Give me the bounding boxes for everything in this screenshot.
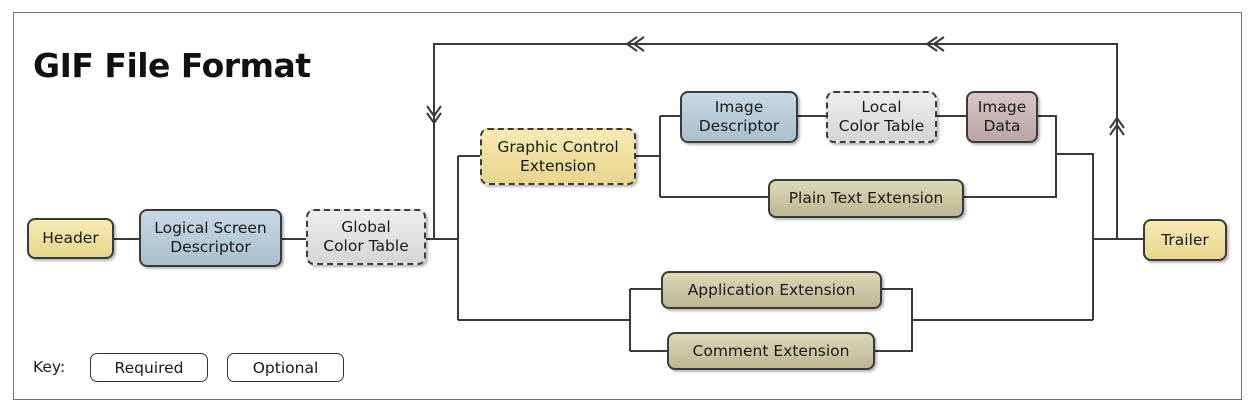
trailer-box: Trailer xyxy=(1143,219,1227,261)
local-color-table-box: Local Color Table xyxy=(826,91,937,143)
graphic-control-extension-box: Graphic Control Extension xyxy=(480,128,636,185)
logical-screen-descriptor-box: Logical Screen Descriptor xyxy=(139,209,282,267)
key-optional: Optional xyxy=(227,353,344,382)
image-data-box: Image Data xyxy=(966,91,1038,143)
global-color-table-box: Global Color Table xyxy=(306,209,426,265)
plain-text-extension-box: Plain Text Extension xyxy=(768,179,964,218)
diagram-frame xyxy=(13,12,1242,400)
header-box: Header xyxy=(27,218,114,259)
application-extension-box: Application Extension xyxy=(661,271,882,309)
page-title: GIF File Format xyxy=(33,46,311,85)
image-descriptor-box: Image Descriptor xyxy=(680,91,798,143)
key-label: Key: xyxy=(33,358,66,376)
key-required: Required xyxy=(90,353,208,382)
comment-extension-box: Comment Extension xyxy=(667,332,875,370)
